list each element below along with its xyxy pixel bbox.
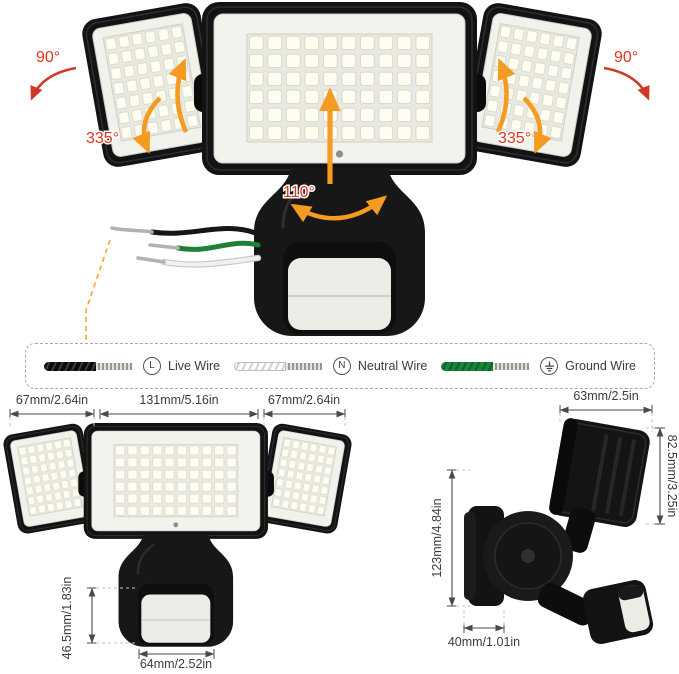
live-wire-label: Live Wire	[168, 359, 221, 373]
right-swivel-angle-label: 335°	[498, 130, 531, 147]
legend-item-live-wire: L Live Wire	[44, 357, 220, 375]
left-rotation-angle-label: 90°	[36, 49, 60, 66]
supply-wires	[110, 226, 262, 268]
adjustment-arrows	[132, 58, 552, 223]
rotation-arrows	[30, 66, 650, 101]
front-center-head-width: 131mm/5.16in	[139, 393, 218, 407]
center-tilt-angle-label: 110°	[283, 184, 315, 201]
right-rotation-angle-label: 90°	[614, 49, 638, 66]
legend-item-neutral-wire: N Neutral Wire	[233, 357, 428, 375]
side-dimension-lines	[447, 405, 665, 633]
top-floodlight-front-view	[78, 0, 606, 338]
front-right-head-width: 67mm/2.64in	[268, 393, 340, 407]
side-head-height: 82.5mm/3.25in	[665, 435, 679, 518]
neutral-wire-label: Neutral Wire	[357, 359, 428, 373]
front-sensor-height: 46.5mm/1.83in	[60, 577, 74, 660]
side-dimension-leaders	[456, 413, 658, 626]
front-dimension-leaders	[9, 417, 346, 644]
side-base-depth: 40mm/1.01in	[448, 635, 520, 649]
side-view	[464, 418, 654, 644]
ground-wire-label: Ground Wire	[565, 359, 636, 373]
live-wire-symbol: L	[143, 357, 161, 375]
side-total-height: 123mm/4.84in	[430, 498, 444, 577]
legend-item-ground-wire: Ground Wire	[441, 357, 636, 375]
left-swivel-angle-label: 335°	[86, 130, 119, 147]
legend-connector-line	[85, 239, 111, 343]
earth-ground-icon	[540, 357, 559, 375]
front-view-dimensioned	[0, 421, 355, 648]
front-left-head-width: 67mm/2.64in	[16, 393, 88, 407]
side-top-depth: 63mm/2.5in	[573, 389, 638, 403]
black-live-wire-icon	[44, 361, 132, 371]
wire-legend: L Live Wire N Neutral Wire Ground Wire	[25, 343, 655, 389]
green-ground-wire-icon	[441, 361, 530, 371]
white-neutral-wire-icon	[233, 361, 322, 371]
side-motion-sensor	[582, 580, 654, 644]
front-dimension-lines	[9, 409, 346, 659]
neutral-wire-symbol: N	[332, 357, 351, 375]
front-sensor-width: 64mm/2.52in	[140, 657, 212, 671]
